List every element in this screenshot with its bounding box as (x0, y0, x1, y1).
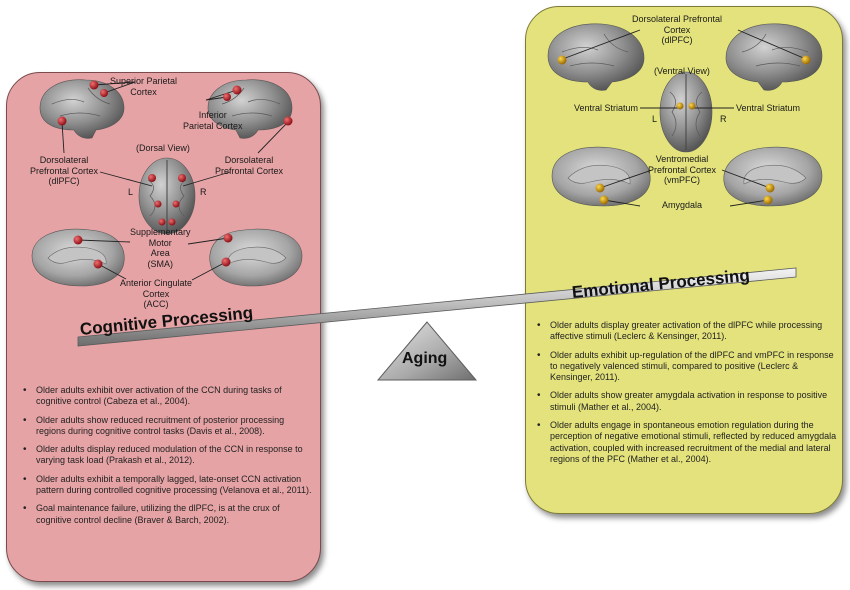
cognitive-bullet: Older adults display reduced modulation … (22, 444, 314, 467)
label-emo-r: R (720, 114, 727, 124)
marker-ventral-striatum-right (688, 102, 696, 110)
marker-ventral-striatum-left (676, 102, 684, 110)
emotional-lateral-left-brain (547, 23, 645, 91)
cognitive-leader-lines (61, 81, 289, 281)
emotional-bullet: Older adults exhibit up-regulation of th… (536, 350, 838, 384)
marker-inferior-parietal-left (100, 89, 108, 97)
marker-sma-right (223, 233, 233, 243)
marker-acc-left (93, 259, 103, 269)
marker-amygdala-right (763, 195, 773, 205)
marker-dlpfc-left (557, 55, 567, 65)
emotional-bullet-list: Older adults display greater activation … (536, 320, 838, 472)
marker-acc-right (221, 257, 231, 267)
label-amygdala: Amygdala (662, 200, 703, 210)
cognitive-dorsal-brain (138, 157, 196, 235)
marker-dlpfc-right (801, 55, 811, 65)
emotional-medial-right-brain (723, 146, 823, 207)
label-cog-l: L (128, 187, 134, 197)
marker-dorsal-5 (158, 218, 166, 226)
cognitive-bullet-list: Older adults exhibit over activation of … (22, 385, 314, 533)
marker-vmpfc-right (765, 183, 775, 193)
aging-fulcrum (376, 321, 478, 381)
emotional-bullet: Older adults engage in spontaneous emoti… (536, 420, 838, 465)
label-emo-l: L (652, 114, 658, 124)
emotional-bullet: Older adults show greater amygdala activ… (536, 390, 838, 413)
marker-dorsal-3 (154, 200, 162, 208)
marker-dorsal-4 (172, 200, 180, 208)
emotional-ventral-brain (659, 71, 713, 153)
marker-dlpfc-left (57, 116, 67, 126)
marker-vmpfc-left (595, 183, 605, 193)
seesaw-beam (77, 267, 797, 347)
cognitive-medial-right-brain (209, 228, 303, 287)
label-ventral-striatum-right: Ventral Striatum (736, 103, 801, 113)
aging-label: Aging (402, 350, 448, 367)
cognitive-bullet: Goal maintenance failure, utilizing the … (22, 503, 314, 526)
emotional-medial-left-brain (551, 146, 651, 207)
label-ventral-view: (Ventral View) (654, 66, 710, 76)
cognitive-bullet: Older adults show reduced recruitment of… (22, 415, 314, 438)
marker-dlpfc-right (283, 116, 293, 126)
marker-inferior-parietal-right (223, 93, 231, 101)
marker-superior-parietal-right (232, 85, 242, 95)
marker-superior-parietal-left (89, 80, 99, 90)
cognitive-medial-left-brain (31, 228, 125, 287)
emotional-bullet: Older adults display greater activation … (536, 320, 838, 343)
emotional-lateral-right-brain (725, 23, 823, 91)
marker-amygdala-left (599, 195, 609, 205)
cognitive-bullet: Older adults exhibit over activation of … (22, 385, 314, 408)
marker-dorsal-2 (178, 174, 186, 182)
cognitive-bullet: Older adults exhibit a temporally lagged… (22, 474, 314, 497)
label-ventral-striatum-left: Ventral Striatum (573, 103, 638, 113)
marker-sma-left (73, 235, 83, 245)
marker-dorsal-6 (168, 218, 176, 226)
marker-dorsal-1 (148, 174, 156, 182)
emotional-leader-lines (559, 29, 809, 207)
emotional-markers (557, 55, 811, 205)
cognitive-markers (57, 80, 293, 269)
label-cog-r: R (200, 187, 207, 197)
label-dorsal-view: (Dorsal View) (136, 143, 190, 153)
